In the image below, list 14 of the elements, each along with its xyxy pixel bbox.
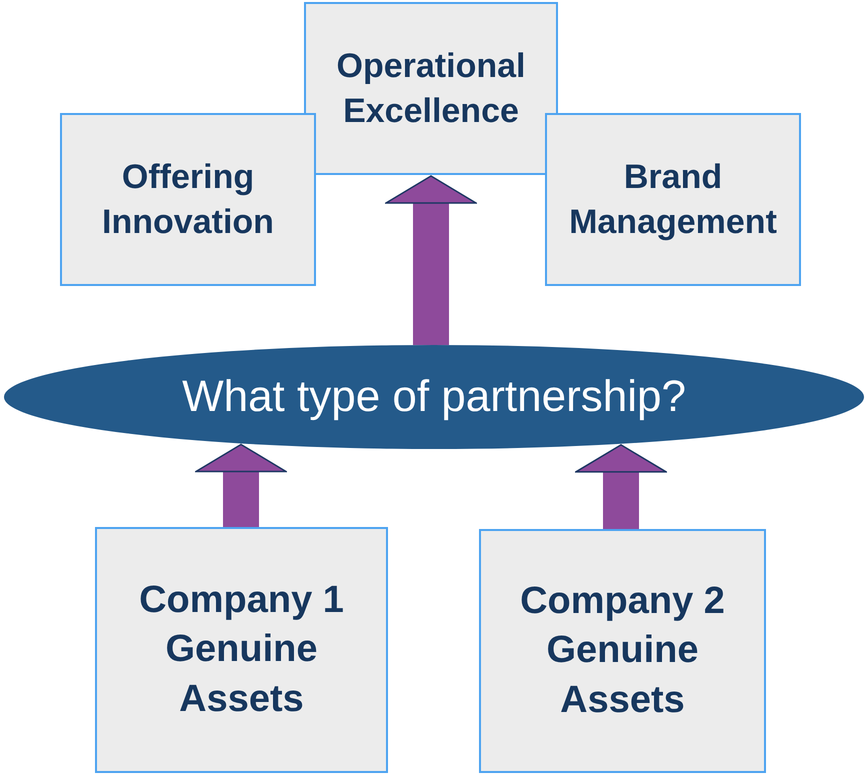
text-box <box>304 2 558 175</box>
block-arrow <box>195 444 287 527</box>
question-text: What type of partnership? <box>181 371 687 424</box>
text-box <box>479 529 766 773</box>
block-arrow <box>385 175 477 345</box>
text-box <box>60 113 316 286</box>
box-label: Company 2 Genuine Assets <box>519 578 726 723</box>
box-label: Operational Excellence <box>336 46 526 132</box>
box-label: Company 1 Genuine Assets <box>138 578 345 722</box>
box-label: Offering Innovation <box>101 157 275 242</box>
text-box <box>545 113 801 286</box>
text-box <box>95 527 388 773</box>
block-arrow <box>575 444 667 529</box>
box-label: Brand Management <box>568 157 778 242</box>
